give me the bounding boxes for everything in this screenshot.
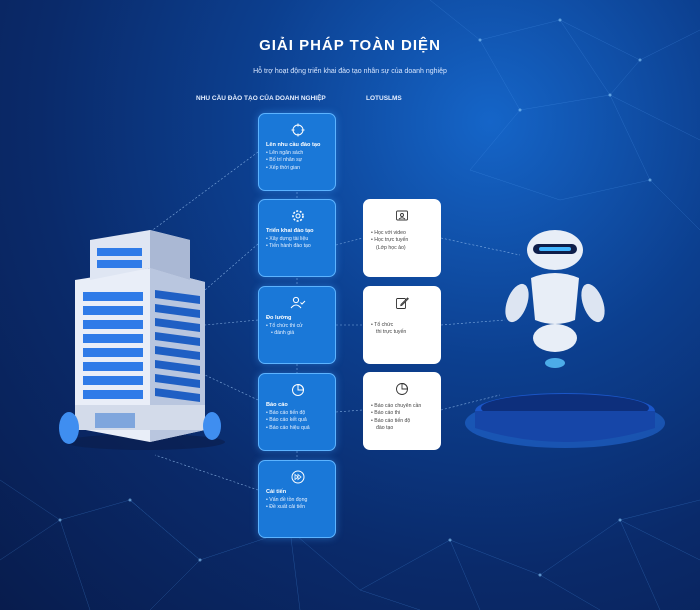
step-item: Xếp thời gian	[266, 165, 330, 172]
pie-chart-icon	[259, 377, 337, 399]
card-item: Báo cáo thi	[371, 410, 436, 417]
office-building-illustration	[59, 230, 225, 450]
step-card-report: Báo cáo Báo cáo tiến độ Báo cáo kết quả …	[258, 373, 336, 451]
card-item-text: (Lớp học ảo)	[376, 244, 406, 251]
card-item: Báo cáo chuyên cần	[371, 403, 436, 410]
step-title: Cải tiến	[266, 489, 287, 495]
pie-chart-icon	[363, 376, 441, 398]
step-item: Báo cáo tiến độ	[266, 410, 330, 417]
step-item-continued: đánh giá	[266, 330, 330, 337]
card-item-text: Báo cáo tiến độ	[374, 417, 411, 424]
column-header-right: LOTUSLMS	[366, 95, 402, 102]
step-item: Tiến hành đào tạo	[266, 243, 330, 250]
lms-card-learning: Học với video Học trực tuyến(Lớp học ảo)	[363, 199, 441, 277]
step-card-improve: Cải tiến Vấn đề tồn đọng Đề xuất cải tiế…	[258, 460, 336, 538]
step-item: Đề xuất cải tiến	[266, 504, 330, 511]
step-card-needs: Lên nhu cầu đào tạo Lên ngân sách Bố trí…	[258, 113, 336, 191]
video-icon	[363, 203, 441, 225]
step-item: Báo cáo hiệu quả	[266, 425, 330, 432]
step-card-deploy: Triển khai đào tạo Xây dựng tài liệu Tiế…	[258, 199, 336, 277]
step-item: Lên ngân sách	[266, 150, 330, 157]
card-item: Học trực tuyến(Lớp học ảo)	[371, 237, 436, 252]
target-icon	[259, 117, 337, 139]
card-item: Học với video	[371, 230, 436, 237]
page-title: GIẢI PHÁP TOÀN DIỆN	[259, 37, 441, 54]
fast-forward-icon	[259, 464, 337, 486]
edit-icon	[363, 290, 441, 312]
step-card-measure: Đo lường Tổ chức thi cử đánh giá	[258, 286, 336, 364]
card-item-text: đào tạo	[376, 425, 394, 432]
step-item: Báo cáo kết quả	[266, 417, 330, 424]
step-item: Xây dựng tài liệu	[266, 236, 330, 243]
step-item: Tổ chức thi cử	[266, 323, 330, 330]
step-title: Triển khai đào tạo	[266, 228, 314, 234]
user-check-icon	[259, 290, 337, 312]
step-item: Bố trí nhân sự	[266, 157, 330, 164]
card-item-text: Học trực tuyến	[374, 237, 409, 244]
page-subtitle: Hỗ trợ hoạt động triển khai đào tạo nhân…	[253, 68, 447, 75]
card-item-text: thi trực tuyến	[376, 329, 407, 336]
step-item: Vấn đề tồn đọng	[266, 497, 330, 504]
step-title: Báo cáo	[266, 402, 288, 408]
gear-icon	[259, 203, 337, 225]
lms-card-report: Báo cáo chuyên cần Báo cáo thi Báo cáo t…	[363, 372, 441, 450]
step-item-text: đánh giá	[274, 330, 295, 337]
step-title: Đo lường	[266, 315, 292, 321]
column-header-left: NHU CẦU ĐÀO TẠO CỦA DOANH NGHIỆP	[196, 95, 326, 102]
step-title: Lên nhu cầu đào tạo	[266, 142, 321, 148]
card-item-text: Tổ chức	[374, 322, 394, 328]
robot-illustration	[465, 230, 665, 448]
